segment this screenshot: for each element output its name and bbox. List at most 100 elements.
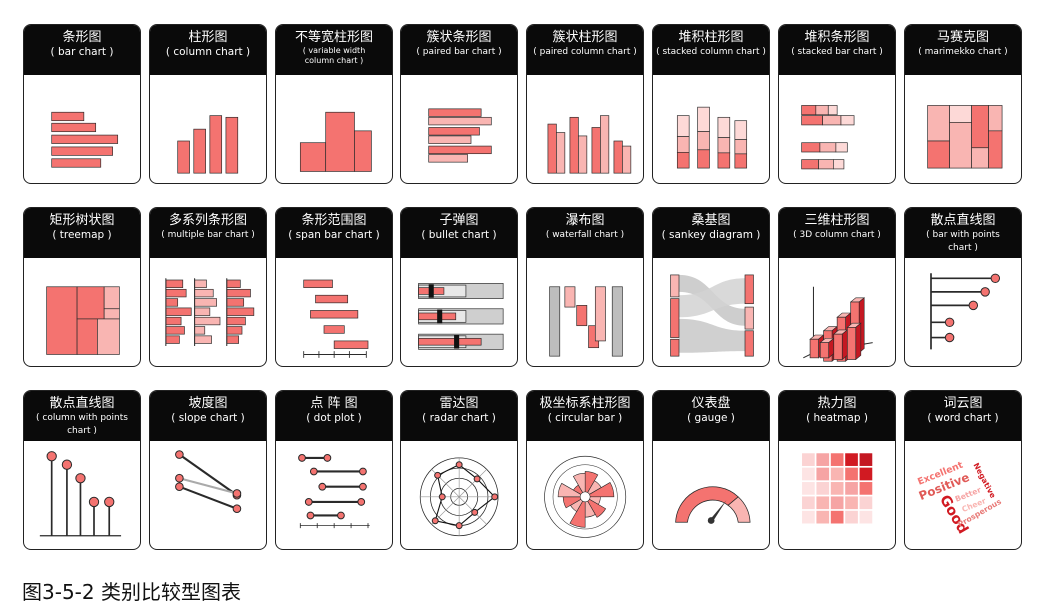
chart-name-en: ( column chart ) [165, 46, 251, 58]
icon-shape [819, 342, 830, 359]
column-chart-icon [177, 115, 239, 174]
chart-name-en: ( paired column chart ) [533, 47, 637, 57]
icon-shape [801, 105, 817, 116]
icon-shape [572, 472, 586, 493]
chart-name-zh: 坡度图 [188, 396, 228, 411]
icon-shape [801, 466, 816, 482]
icon-shape [194, 288, 214, 298]
icon-shape [97, 318, 120, 355]
icon-shape [299, 142, 327, 172]
icon-shape [841, 329, 848, 361]
slope-chart-icon [175, 450, 242, 514]
icon-shape [194, 279, 207, 288]
icon-shape [46, 451, 57, 462]
icon-shape [226, 307, 255, 316]
icon-shape [971, 147, 989, 169]
chart-name-zh: 马赛克图 [936, 30, 989, 45]
icon-shape [103, 308, 120, 320]
chart-card: 柱形图( column chart ) [149, 24, 267, 184]
icon-shape [325, 111, 355, 172]
icon-shape [727, 496, 751, 523]
icon-shape [844, 481, 859, 496]
icon-shape [829, 495, 845, 510]
icon-shape [194, 326, 206, 335]
chart-card-header: 子弹图( bullet chart ) [401, 208, 517, 258]
chart-card: 雷达图( radar chart ) [400, 390, 518, 550]
icon-shape [569, 500, 586, 528]
icon-shape [76, 318, 98, 355]
icon-shape [337, 511, 345, 520]
icon-shape [801, 509, 816, 525]
icon-shape [428, 154, 468, 163]
icon-shape [232, 489, 242, 498]
icon-shape [434, 471, 442, 479]
icon-shape [697, 106, 710, 132]
icon-shape [194, 307, 211, 316]
bullet-chart-icon [418, 283, 504, 350]
icon-shape [679, 278, 745, 318]
icon-shape [990, 273, 1001, 284]
icon-shape [670, 298, 680, 338]
icon-shape [988, 105, 1003, 132]
chart-card-header: 柱形图( column chart ) [150, 25, 266, 75]
chart-name-zh: 极坐标系柱形图 [539, 396, 631, 411]
icon-shape [734, 139, 748, 155]
icon-shape [844, 466, 859, 482]
icon-shape [51, 134, 119, 144]
icon-shape [697, 149, 710, 169]
chart-card-header: 雷达图( radar chart ) [401, 391, 517, 441]
icon-shape [428, 108, 482, 117]
icon-shape [315, 294, 349, 304]
icon-shape [578, 135, 588, 174]
icon-shape [310, 310, 359, 319]
chart-name-en: ( column with points [36, 413, 128, 423]
icon-shape [613, 140, 623, 174]
figure-caption: 图3-5-2 类别比较型图表 [22, 580, 241, 604]
icon-shape [734, 120, 748, 140]
icon-shape [833, 159, 845, 170]
icon-shape [51, 122, 97, 133]
icon-shape [717, 137, 731, 154]
marimekko-chart-icon [927, 105, 1003, 169]
icon-shape [622, 145, 632, 174]
chart-card: 坡度图( slope chart ) [149, 390, 267, 550]
chart-name-zh: 仪表盘 [691, 396, 731, 411]
icon-shape [455, 461, 463, 469]
chart-name-en: ( dot plot ) [306, 412, 362, 424]
icon-shape [815, 452, 830, 467]
chart-card-header: 点 阵 图( dot plot ) [276, 391, 392, 441]
chart-name-zh: 瀑布图 [565, 213, 605, 228]
icon-shape [193, 128, 206, 174]
chart-card: 簇状柱形图( paired column chart ) [526, 24, 644, 184]
chart-card: 条形范围图( span bar chart ) [275, 207, 393, 367]
chart-card-header: 桑基图( sankey diagram ) [653, 208, 769, 258]
icon-shape [104, 496, 115, 508]
icon-shape [103, 286, 120, 310]
icon-shape [428, 127, 480, 136]
icon-shape [707, 517, 715, 524]
icon-shape [175, 450, 184, 459]
icon-shape [858, 466, 874, 482]
chart-card: 矩形树状图( treemap ) [23, 207, 141, 367]
icon-shape [418, 312, 457, 321]
chart-card: 簇状条形图( paired bar chart ) [400, 24, 518, 184]
heatmap-icon [801, 452, 874, 525]
icon-shape [949, 105, 972, 123]
icon-shape [428, 284, 434, 298]
chart-card-header: 簇状条形图( paired bar chart ) [401, 25, 517, 75]
icon-shape [323, 325, 345, 334]
chart-name-en: ( paired bar chart ) [416, 47, 502, 57]
icon-shape [801, 495, 816, 510]
chart-name-zh: 词云图 [943, 396, 983, 411]
icon-shape [927, 105, 950, 142]
icon-shape [165, 335, 180, 344]
chart-name-zh: 矩形树状图 [49, 213, 115, 228]
chart-name-zh: 点 阵 图 [310, 396, 358, 411]
chart-name-en: ( stacked bar chart ) [791, 47, 883, 57]
icon-shape [304, 498, 313, 506]
icon-shape [359, 467, 367, 476]
